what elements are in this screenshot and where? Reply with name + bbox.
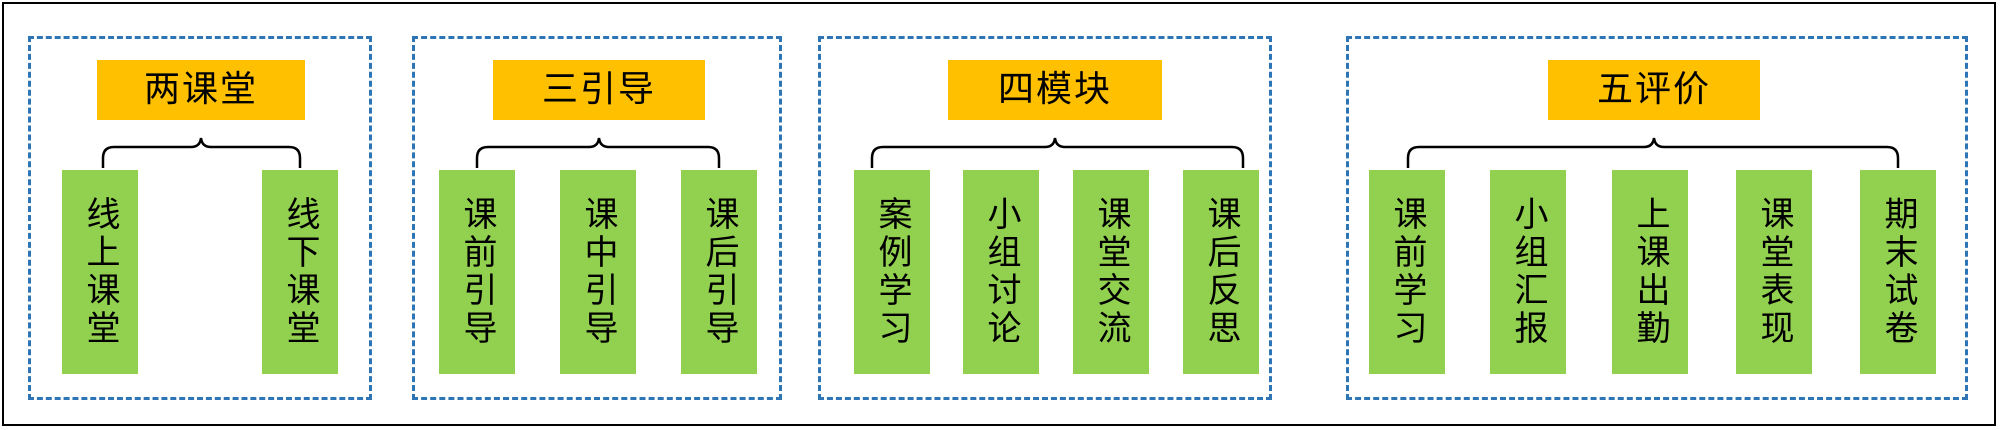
leaf-item: 课堂表现: [1736, 170, 1812, 374]
bracket-2: [475, 137, 721, 168]
group-title-2: 三引导: [493, 60, 705, 120]
bracket-4: [1406, 137, 1900, 168]
group-box-4: [1346, 36, 1968, 400]
leaf-item: 期末试卷: [1860, 170, 1936, 374]
leaf-item: 上课出勤: [1612, 170, 1688, 374]
leaf-item: 课前引导: [439, 170, 515, 374]
bracket-3: [870, 137, 1245, 168]
leaf-item: 案例学习: [854, 170, 930, 374]
group-box-3: [818, 36, 1272, 400]
group-title-1: 两课堂: [97, 60, 305, 120]
leaf-item: 课后反思: [1183, 170, 1259, 374]
leaf-item: 课堂交流: [1073, 170, 1149, 374]
leaf-item: 小组讨论: [963, 170, 1039, 374]
group-title-4: 五评价: [1548, 60, 1760, 120]
leaf-item: 线上课堂: [62, 170, 138, 374]
leaf-item: 小组汇报: [1490, 170, 1566, 374]
group-box-1: [28, 36, 372, 400]
leaf-item: 课中引导: [560, 170, 636, 374]
group-title-3: 四模块: [948, 60, 1162, 120]
leaf-item: 课后引导: [681, 170, 757, 374]
leaf-item: 课前学习: [1369, 170, 1445, 374]
group-box-2: [412, 36, 782, 400]
bracket-1: [101, 137, 302, 168]
leaf-item: 线下课堂: [262, 170, 338, 374]
